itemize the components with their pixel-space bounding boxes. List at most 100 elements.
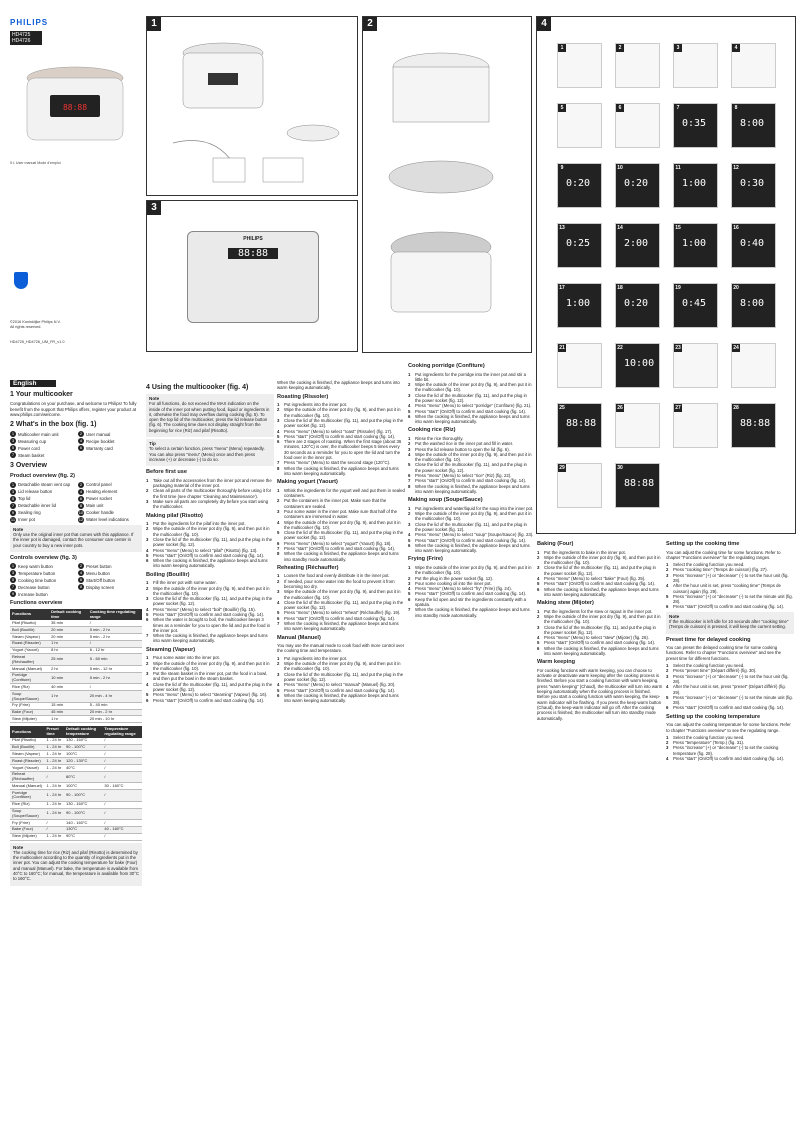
- step-text: Take out all the accessories from the in…: [153, 477, 272, 489]
- step-text: Press "menu" (Menu) to select "manual" (…: [284, 682, 396, 688]
- step-text: Press "start" (On/Off) to confirm and st…: [673, 705, 785, 711]
- section-heading: 4 Using the multicooker (fig. 4): [146, 384, 249, 391]
- callout-number: 4: [78, 570, 84, 577]
- display-readout: 0:20: [624, 178, 649, 189]
- step-text: Press "start" (On/Off) to confirm and st…: [153, 612, 265, 617]
- table-cell: /: [44, 819, 65, 827]
- callout-number: 1: [10, 481, 16, 488]
- callout-label: Cooking time button: [18, 577, 57, 583]
- figure-2-panel: 2: [362, 16, 532, 353]
- step-number: 2: [277, 407, 280, 413]
- display-readout: 88:88: [624, 478, 655, 489]
- callout-label: Multicooker main unit: [18, 431, 59, 437]
- step-number: 1: [277, 573, 280, 579]
- step-number: 2: [666, 567, 669, 573]
- subsection-heading: Steaming (Vapeur): [146, 646, 196, 653]
- step-text: Select the cooking function you need.: [673, 734, 745, 740]
- tip-label: Tip: [149, 441, 156, 447]
- multicooker-illustration: 88:88: [26, 66, 124, 141]
- fig4-step-tile: 29: [557, 463, 602, 508]
- table-cell: 45 min: [49, 709, 88, 717]
- callout-number: 3: [10, 438, 16, 445]
- step-number: 23: [674, 344, 682, 352]
- table-cell: 1 - 24 hr: [44, 808, 65, 821]
- step-text: Close the lid of the multicooker (fig. 1…: [284, 530, 404, 541]
- figure-3-panel: 3 PHILIPS 88:88: [146, 200, 358, 352]
- step-text: Close the lid of the multicooker (fig. 1…: [415, 462, 527, 473]
- paragraph: You may use the manual mode to cook food…: [277, 643, 405, 654]
- step-number: 2: [537, 554, 540, 560]
- step-number: 1: [277, 487, 280, 493]
- table-row: Rice (Riz)40 min/: [10, 683, 142, 692]
- step-number: 4: [277, 428, 280, 434]
- step-text: Close the lid of the multicooker (fig. 1…: [284, 417, 404, 429]
- table-cell: 2 hr: [49, 665, 88, 673]
- step-number: 1: [146, 477, 149, 483]
- step-text: Put ingredients into the inner pot.: [284, 655, 348, 661]
- callout-number: 6: [78, 445, 84, 452]
- philips-shield: [14, 272, 28, 289]
- callout-number: 6: [78, 495, 84, 502]
- step-text: Close the lid of the multicooker (fig. 1…: [415, 392, 527, 403]
- step-number: 3: [408, 392, 411, 398]
- table-header: Default cooking time: [49, 608, 88, 621]
- step-text: Clean all parts of the multicooker thoro…: [153, 488, 272, 499]
- step-text: Pour some water in the inner pot. Make s…: [284, 508, 397, 520]
- step-number: 7: [277, 460, 280, 466]
- step-text: After the hour unit is set, press "prese…: [673, 684, 786, 695]
- step-text: Wipe the outside of the inner pot dry (f…: [415, 451, 532, 463]
- note-label: Note: [13, 844, 24, 850]
- table-cell: /: [102, 757, 142, 765]
- step-number: 14: [616, 224, 624, 232]
- step-number: 4: [408, 403, 411, 409]
- step-text: Press "increase" (+) or "decrease" (-) t…: [673, 673, 789, 684]
- subsection-heading: Warm keeping: [537, 659, 576, 666]
- table-cell: Boil (Bouillir): [10, 744, 45, 752]
- step-number: 1: [666, 562, 669, 568]
- step-text: Rinse the rice thoroughly.: [415, 435, 464, 441]
- cover-caption: 5 L User manual Mode d'emploi: [10, 161, 61, 165]
- step-text: Make sure all parts are completely dry b…: [153, 498, 269, 510]
- step-item: 1 Take out all the accessories from the i…: [146, 478, 274, 489]
- step-number: 1: [146, 580, 149, 586]
- figure-number: 1: [147, 17, 161, 31]
- subsection-heading: Functions overview: [10, 600, 63, 607]
- note-label: Note: [149, 396, 160, 401]
- step-number: 20: [732, 284, 740, 292]
- step-text: Press "start" (On/Off) to confirm and st…: [415, 408, 527, 414]
- paragraph: You can preset the delayed cooking time …: [666, 645, 782, 661]
- step-text: Put the ingredients for the pilaf into t…: [153, 521, 246, 527]
- step-number: 3: [666, 673, 669, 679]
- step-text: Press "increase" (+) or "decrease" (-) t…: [673, 572, 789, 583]
- display-screen: 88:88: [228, 248, 278, 259]
- callout-label: Power cord: [18, 445, 40, 451]
